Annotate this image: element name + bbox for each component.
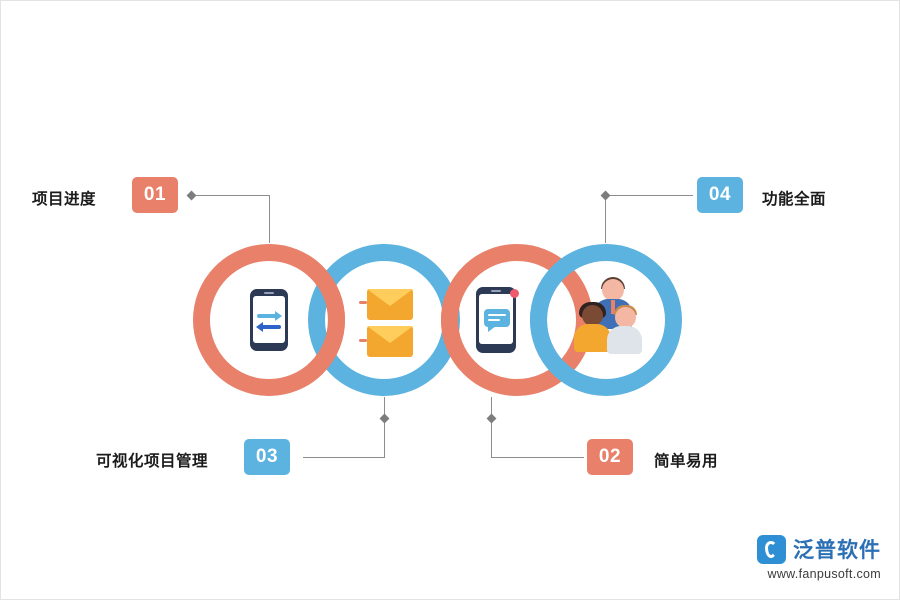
label-02: 简单易用 — [654, 453, 719, 470]
envelopes-icon — [359, 289, 413, 357]
connector-03-vertical — [384, 397, 385, 457]
label-01: 项目进度 — [32, 191, 97, 208]
brand-url: www.fanpusoft.com — [767, 567, 881, 581]
connector-03-marker — [379, 413, 390, 424]
connector-02-vertical — [491, 397, 492, 457]
label-03: 可视化项目管理 — [96, 453, 209, 470]
connector-02-horizontal — [491, 457, 584, 458]
connector-04-vertical — [605, 195, 606, 243]
connector-02-marker — [486, 413, 497, 424]
badge-02[interactable]: 02 — [587, 439, 633, 475]
brand-name: 泛普软件 — [793, 539, 881, 562]
watermark: 泛普软件 www.fanpusoft.com — [757, 534, 881, 581]
phone-chat-icon — [476, 287, 519, 353]
badge-03[interactable]: 03 — [244, 439, 290, 475]
connector-04-horizontal — [605, 195, 693, 196]
people-group-icon — [574, 277, 642, 359]
connector-01-horizontal — [191, 195, 270, 196]
brand-logo-icon — [757, 534, 786, 564]
connector-04-marker — [600, 190, 611, 201]
badge-04[interactable]: 04 — [697, 177, 743, 213]
connector-03-horizontal — [303, 457, 385, 458]
phone-transfer-icon — [250, 289, 288, 351]
label-04: 功能全面 — [762, 191, 827, 208]
connector-01-marker — [186, 190, 197, 201]
connector-01-vertical — [269, 195, 270, 243]
badge-01[interactable]: 01 — [132, 177, 178, 213]
